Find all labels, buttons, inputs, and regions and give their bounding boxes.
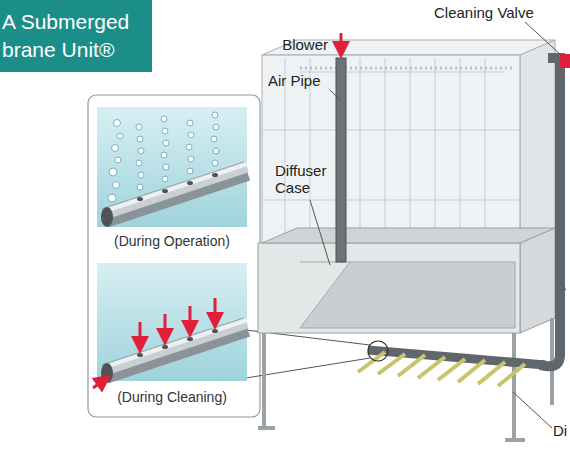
part-name: Diffuser Case [275,162,341,197]
part-name: Blower [270,36,328,53]
leader-lines [310,22,566,428]
case-side [520,228,555,333]
view-caption: (During Operation) [92,233,252,249]
diffuser-tube [105,164,247,211]
diffuser-tube [105,323,247,370]
diffuser-tube [105,167,247,214]
inset-frame [88,95,260,417]
case-opening [300,262,515,328]
blower-arrow [340,33,343,50]
title-band: A Submerged brane Unit® [0,0,152,72]
callout-circle [368,341,388,361]
module-front [262,55,520,243]
air-pipe [336,58,346,262]
case-top [262,228,555,243]
cleaning-view [93,263,247,388]
diffuser-holes [137,173,218,201]
part-name: Air Pipe [268,72,338,89]
part-name: Cleaning Valve [434,4,564,21]
support-legs [258,318,552,440]
cleaning-pipe [540,58,560,366]
module-side [520,40,555,243]
air-bubbles [108,112,219,202]
tube-end [101,207,113,227]
water-panel [97,107,247,227]
module-header [300,67,515,70]
part-name: Di [553,422,570,439]
diffuser-case [258,228,555,333]
diffuser-tube [105,320,247,367]
membrane-module [262,40,555,243]
membrane-elements [262,58,520,240]
case-front [258,243,520,333]
operation-view [97,107,247,227]
view-caption: (During Cleaning) [92,389,252,405]
diffuser-holes [137,329,218,357]
cleaning-flow-arrows [93,298,215,388]
diffuser-branches [358,352,525,386]
water-panel [97,263,247,381]
